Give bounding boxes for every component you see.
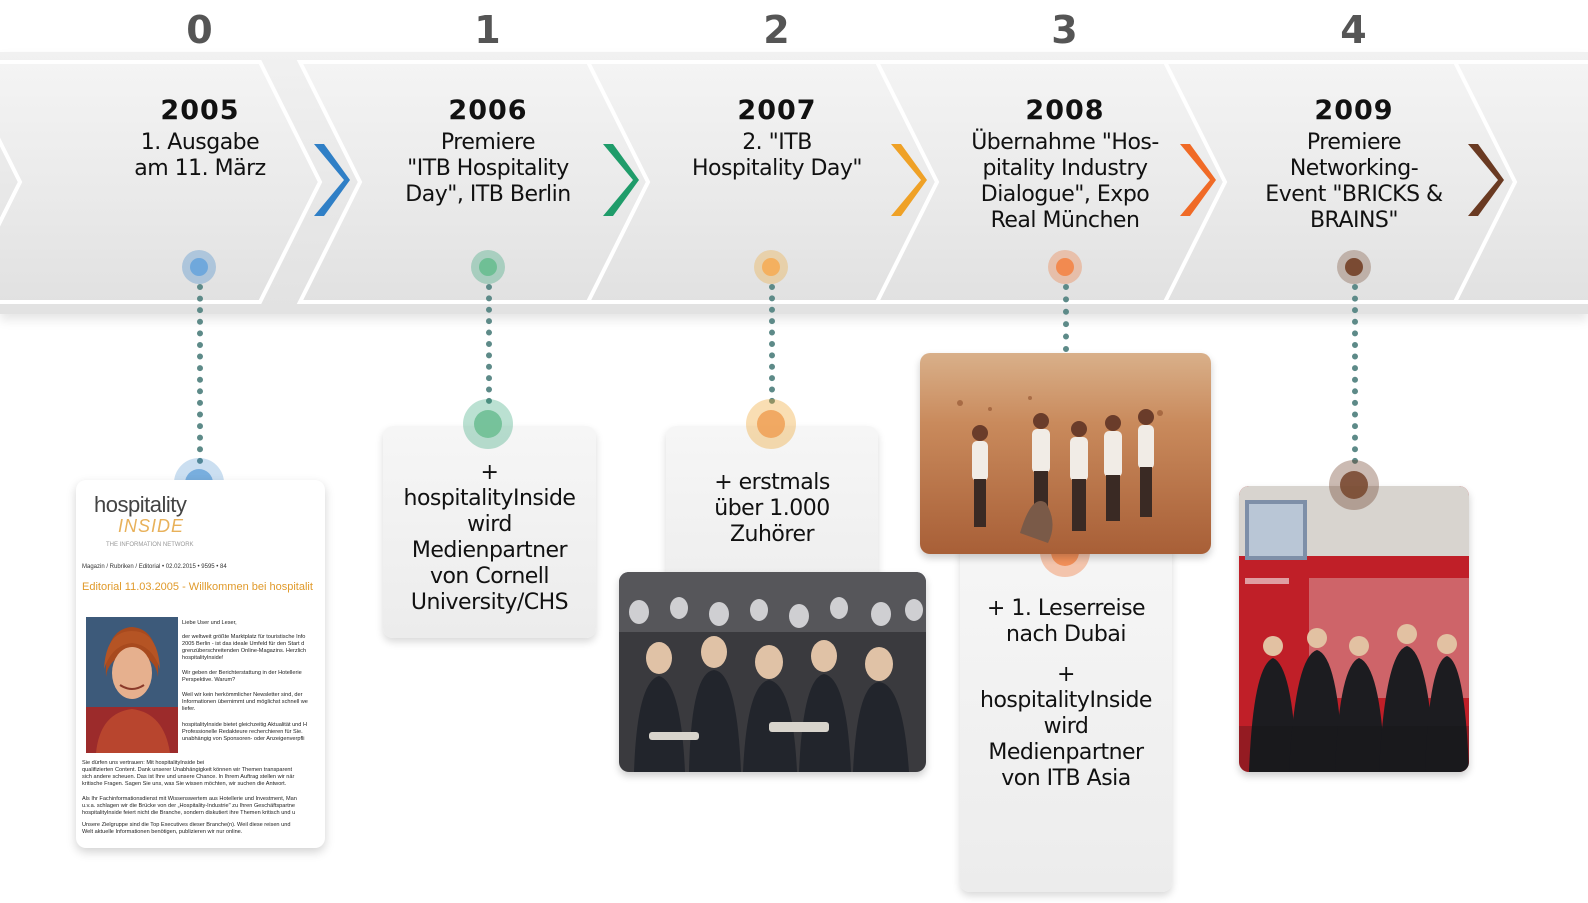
timeline-dot [1337, 250, 1371, 284]
year-label: 2007 [737, 95, 817, 126]
chevron-shapes [0, 60, 1588, 304]
article-headline: Editorial 11.03.2005 - Willkommen bei ho… [82, 581, 313, 593]
connector-line [486, 284, 492, 404]
year-label: 2005 [160, 95, 240, 126]
breadcrumb: Magazin / Rubriken / Editorial • 02.02.2… [82, 564, 227, 570]
connector-line [1352, 284, 1358, 464]
step-index-3: 3 [1051, 8, 1079, 52]
timeline-dot [754, 250, 788, 284]
year-label: 2008 [1025, 95, 1105, 126]
step-index-1: 1 [474, 8, 502, 52]
article-paragraph: hospitalityInside bietet gleichzeitig Ak… [182, 722, 308, 742]
portrait-photo [86, 617, 178, 753]
article-paragraph: Sie dürfen uns vertrauen: Mit hospitalit… [82, 760, 295, 787]
timeline-dot [746, 399, 796, 449]
article-salutation: Liebe User und Leser, [182, 620, 237, 626]
connector-line [1063, 284, 1069, 352]
timeline-dot [1048, 250, 1082, 284]
networking-event-photo [1239, 486, 1469, 772]
article-paragraph: Wir geben der Berichterstattung in der H… [182, 670, 302, 683]
audience-photo [619, 572, 926, 772]
timeline-dot [463, 399, 513, 449]
connector-line [769, 284, 775, 404]
year-label: 2009 [1314, 95, 1394, 126]
article-paragraph: Als Ihr Fachinformationsdienst mit Wisse… [82, 796, 297, 816]
magazine-tagline: THE INFORMATION NETWORK [106, 542, 194, 548]
magazine-logo-sub: INSIDE [118, 516, 185, 536]
timeline-dot [1329, 460, 1379, 510]
year-label: 2006 [448, 95, 528, 126]
connector-line [197, 284, 203, 464]
chevron-segment [1451, 60, 1588, 304]
article-paragraph: der weltweit größte Marktplatz für touri… [182, 634, 307, 661]
chevron-right-icon [1468, 144, 1504, 216]
magazine-preview: hospitality INSIDE THE INFORMATION NETWO… [76, 480, 325, 848]
chevron-right-icon [891, 144, 927, 216]
step-index-0: 0 [186, 8, 214, 52]
magazine-logo: hospitality [94, 492, 187, 517]
timeline-dot [182, 250, 216, 284]
chevron-segment [0, 60, 323, 304]
timeline-dot [471, 250, 505, 284]
step-index-2: 2 [763, 8, 791, 52]
desert-photo [920, 353, 1211, 554]
chevron-right-icon [1180, 144, 1216, 216]
step-index-4: 4 [1340, 8, 1368, 52]
chevron-right-icon [603, 144, 639, 216]
article-paragraph: Weil wir kein herkömmlicher Newsletter s… [182, 692, 308, 712]
article-paragraph: Unsere Zielgruppe sind die Top Executive… [82, 822, 291, 835]
chevron-right-icon [314, 144, 350, 216]
